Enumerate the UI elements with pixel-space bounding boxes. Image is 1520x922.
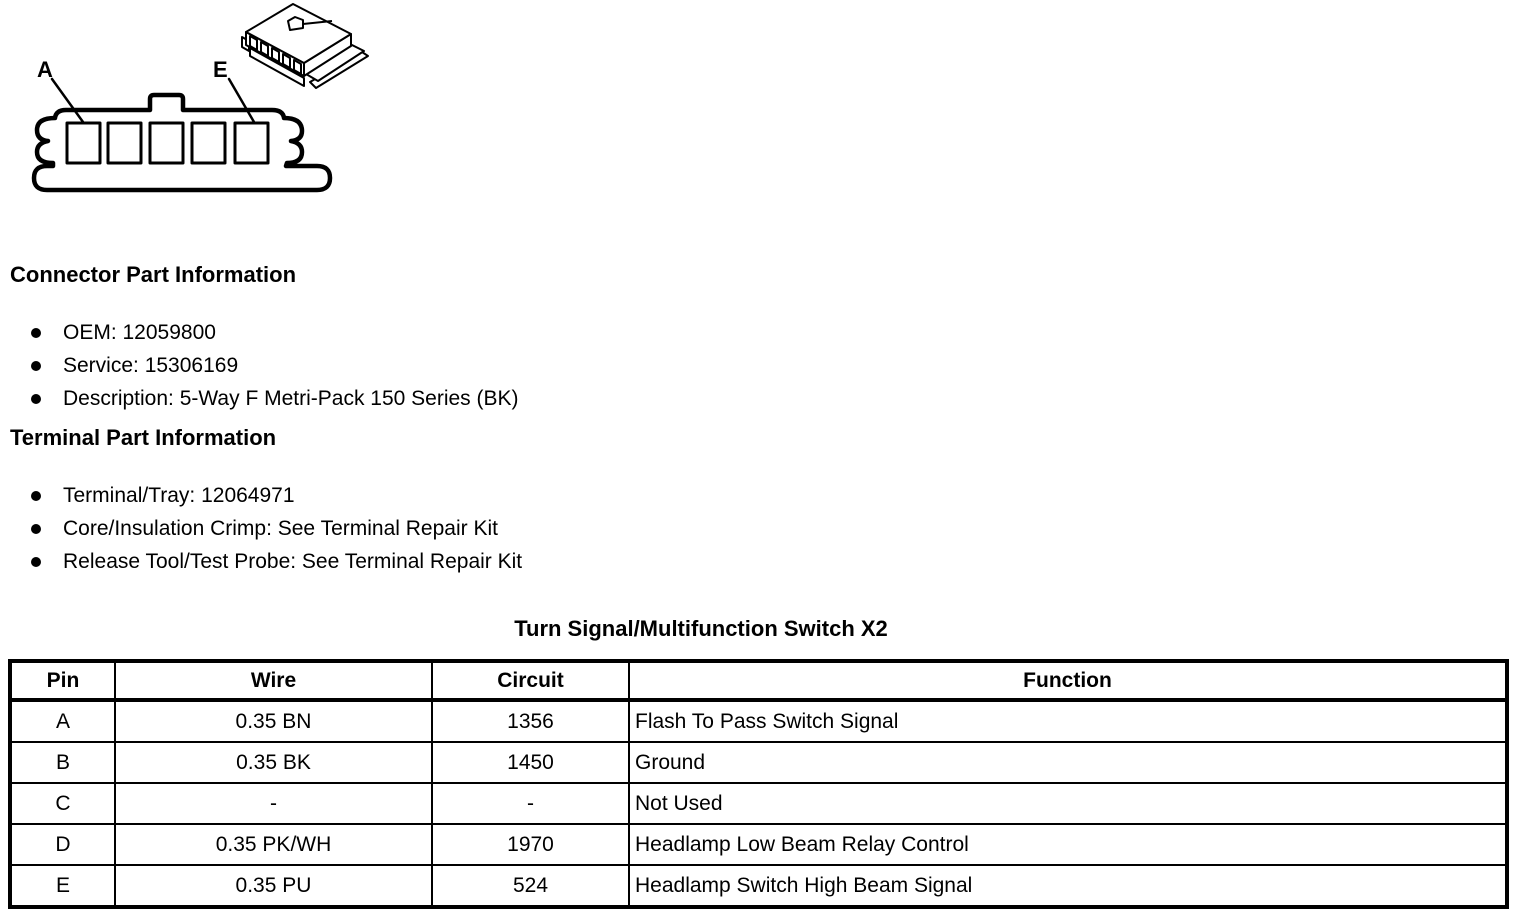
- circuit-cell: 1356: [431, 699, 630, 743]
- column-header-function: Function: [628, 660, 1508, 702]
- iso-cavity: [249, 35, 258, 51]
- connector-front-view: [31, 77, 333, 193]
- iso-top-face: [245, 3, 352, 64]
- list-item: Core/Insulation Crimp: See Terminal Repa…: [31, 516, 498, 542]
- list-item: Description: 5-Way F Metri-Pack 150 Seri…: [31, 386, 519, 412]
- service-number: Service: 15306169: [63, 354, 239, 377]
- connector-part-info-heading: Connector Part Information: [10, 262, 297, 287]
- wire-cell: -: [114, 782, 433, 825]
- circuit-cell: 1450: [431, 741, 630, 784]
- iso-cavity: [271, 47, 280, 63]
- bullet-icon: [31, 557, 41, 567]
- iso-cavity: [293, 59, 302, 75]
- pin-a-label: A: [37, 57, 53, 82]
- circuit-cell: 524: [431, 864, 630, 908]
- pin-a-leader-line: [50, 77, 85, 124]
- list-item: Terminal/Tray: 12064971: [31, 483, 295, 509]
- list-item: Release Tool/Test Probe: See Terminal Re…: [31, 549, 522, 575]
- cavity-e: [233, 121, 270, 165]
- release-tool-test-probe: Release Tool/Test Probe: See Terminal Re…: [63, 550, 523, 573]
- list-item: OEM: 12059800: [31, 320, 216, 346]
- function-cell: Not Used: [628, 782, 1508, 825]
- iso-cavity: [260, 41, 269, 57]
- iso-lock-tab: [287, 16, 304, 31]
- pinout-table: Pin Wire Circuit Function A 0.35 BN 1356…: [8, 659, 1509, 909]
- cavity-c: [148, 121, 185, 165]
- pin-cell: C: [9, 782, 116, 825]
- terminal-part-info-heading: Terminal Part Information: [10, 425, 277, 450]
- oem-number: OEM: 12059800: [63, 321, 216, 344]
- cavity-b: [106, 121, 143, 165]
- connector-diagram: A E: [31, 3, 369, 193]
- table-row: B 0.35 BK 1450 Ground: [9, 741, 1508, 784]
- circuit-cell: -: [431, 782, 630, 825]
- wire-cell: 0.35 BK: [114, 741, 433, 784]
- core-insulation-crimp: Core/Insulation Crimp: See Terminal Repa…: [63, 517, 498, 540]
- iso-front-step: [249, 47, 305, 87]
- function-cell: Ground: [628, 741, 1508, 784]
- column-header-pin: Pin: [9, 660, 116, 702]
- connector-isometric-view: [241, 3, 369, 89]
- column-header-wire: Wire: [114, 660, 433, 702]
- bullet-icon: [31, 394, 41, 404]
- wire-cell: 0.35 PK/WH: [114, 823, 433, 866]
- pin-e-label: E: [213, 57, 228, 82]
- circuit-cell: 1970: [431, 823, 630, 866]
- pin-cell: E: [9, 864, 116, 908]
- list-item: Service: 15306169: [31, 353, 238, 379]
- connector-description: Description: 5-Way F Metri-Pack 150 Seri…: [63, 387, 519, 410]
- pin-cell: B: [9, 741, 116, 784]
- pin-e-leader-line: [227, 77, 256, 124]
- pin-cell: A: [9, 699, 116, 743]
- table-header-row: Pin Wire Circuit Function: [9, 660, 1508, 702]
- pinout-table-title: Turn Signal/Multifunction Switch X2: [514, 616, 888, 641]
- bullet-icon: [31, 328, 41, 338]
- pin-cell: D: [9, 823, 116, 866]
- iso-cavity: [282, 53, 291, 69]
- function-cell: Headlamp Low Beam Relay Control: [628, 823, 1508, 866]
- bullet-icon: [31, 361, 41, 371]
- cavity-d: [190, 121, 227, 165]
- function-cell: Headlamp Switch High Beam Signal: [628, 864, 1508, 908]
- bullet-icon: [31, 491, 41, 501]
- table-row: D 0.35 PK/WH 1970 Headlamp Low Beam Rela…: [9, 823, 1508, 866]
- column-header-circuit: Circuit: [431, 660, 630, 702]
- wire-cell: 0.35 PU: [114, 864, 433, 908]
- table-row: E 0.35 PU 524 Headlamp Switch High Beam …: [9, 864, 1508, 908]
- terminal-tray-number: Terminal/Tray: 12064971: [63, 484, 295, 507]
- table-row: C - - Not Used: [9, 782, 1508, 825]
- wire-cell: 0.35 BN: [114, 699, 433, 743]
- iso-lock-tab-line: [302, 20, 333, 25]
- function-cell: Flash To Pass Switch Signal: [628, 699, 1508, 743]
- table-row: A 0.35 BN 1356 Flash To Pass Switch Sign…: [9, 699, 1508, 743]
- bullet-icon: [31, 524, 41, 534]
